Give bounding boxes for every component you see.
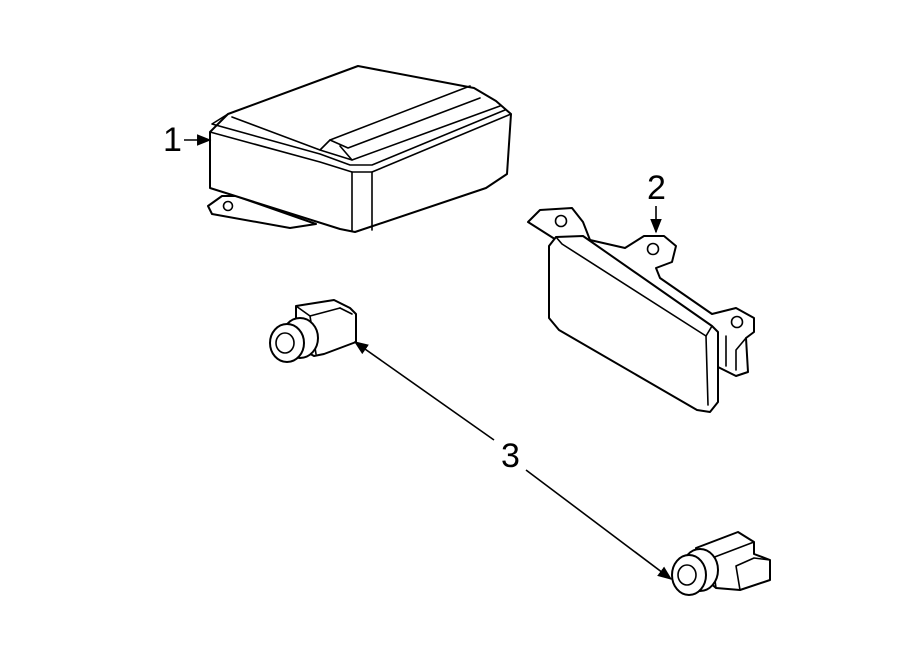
control-module-part[interactable] [207,65,512,233]
leader-3b [525,469,673,580]
bracket-hole-top [554,214,568,228]
sensor-bracket-part[interactable] [527,207,755,413]
module-housing [209,65,512,233]
callout-3: 3 [501,437,520,475]
bracket-hole-right [730,315,744,329]
callout-1: 1 [163,121,182,159]
flange-hole [222,200,234,212]
sensor-face-outer [671,554,707,596]
sensor-face-inner [677,564,697,586]
callout-2: 2 [647,169,666,207]
impact-sensor-upper[interactable] [269,299,357,363]
sensor-face-outer [269,323,305,363]
sensor-body [548,235,719,413]
sensor-face-inner [275,332,295,354]
leader-3a [353,341,495,441]
impact-sensor-lower[interactable] [671,531,771,596]
bracket-hole-mid [646,242,660,256]
